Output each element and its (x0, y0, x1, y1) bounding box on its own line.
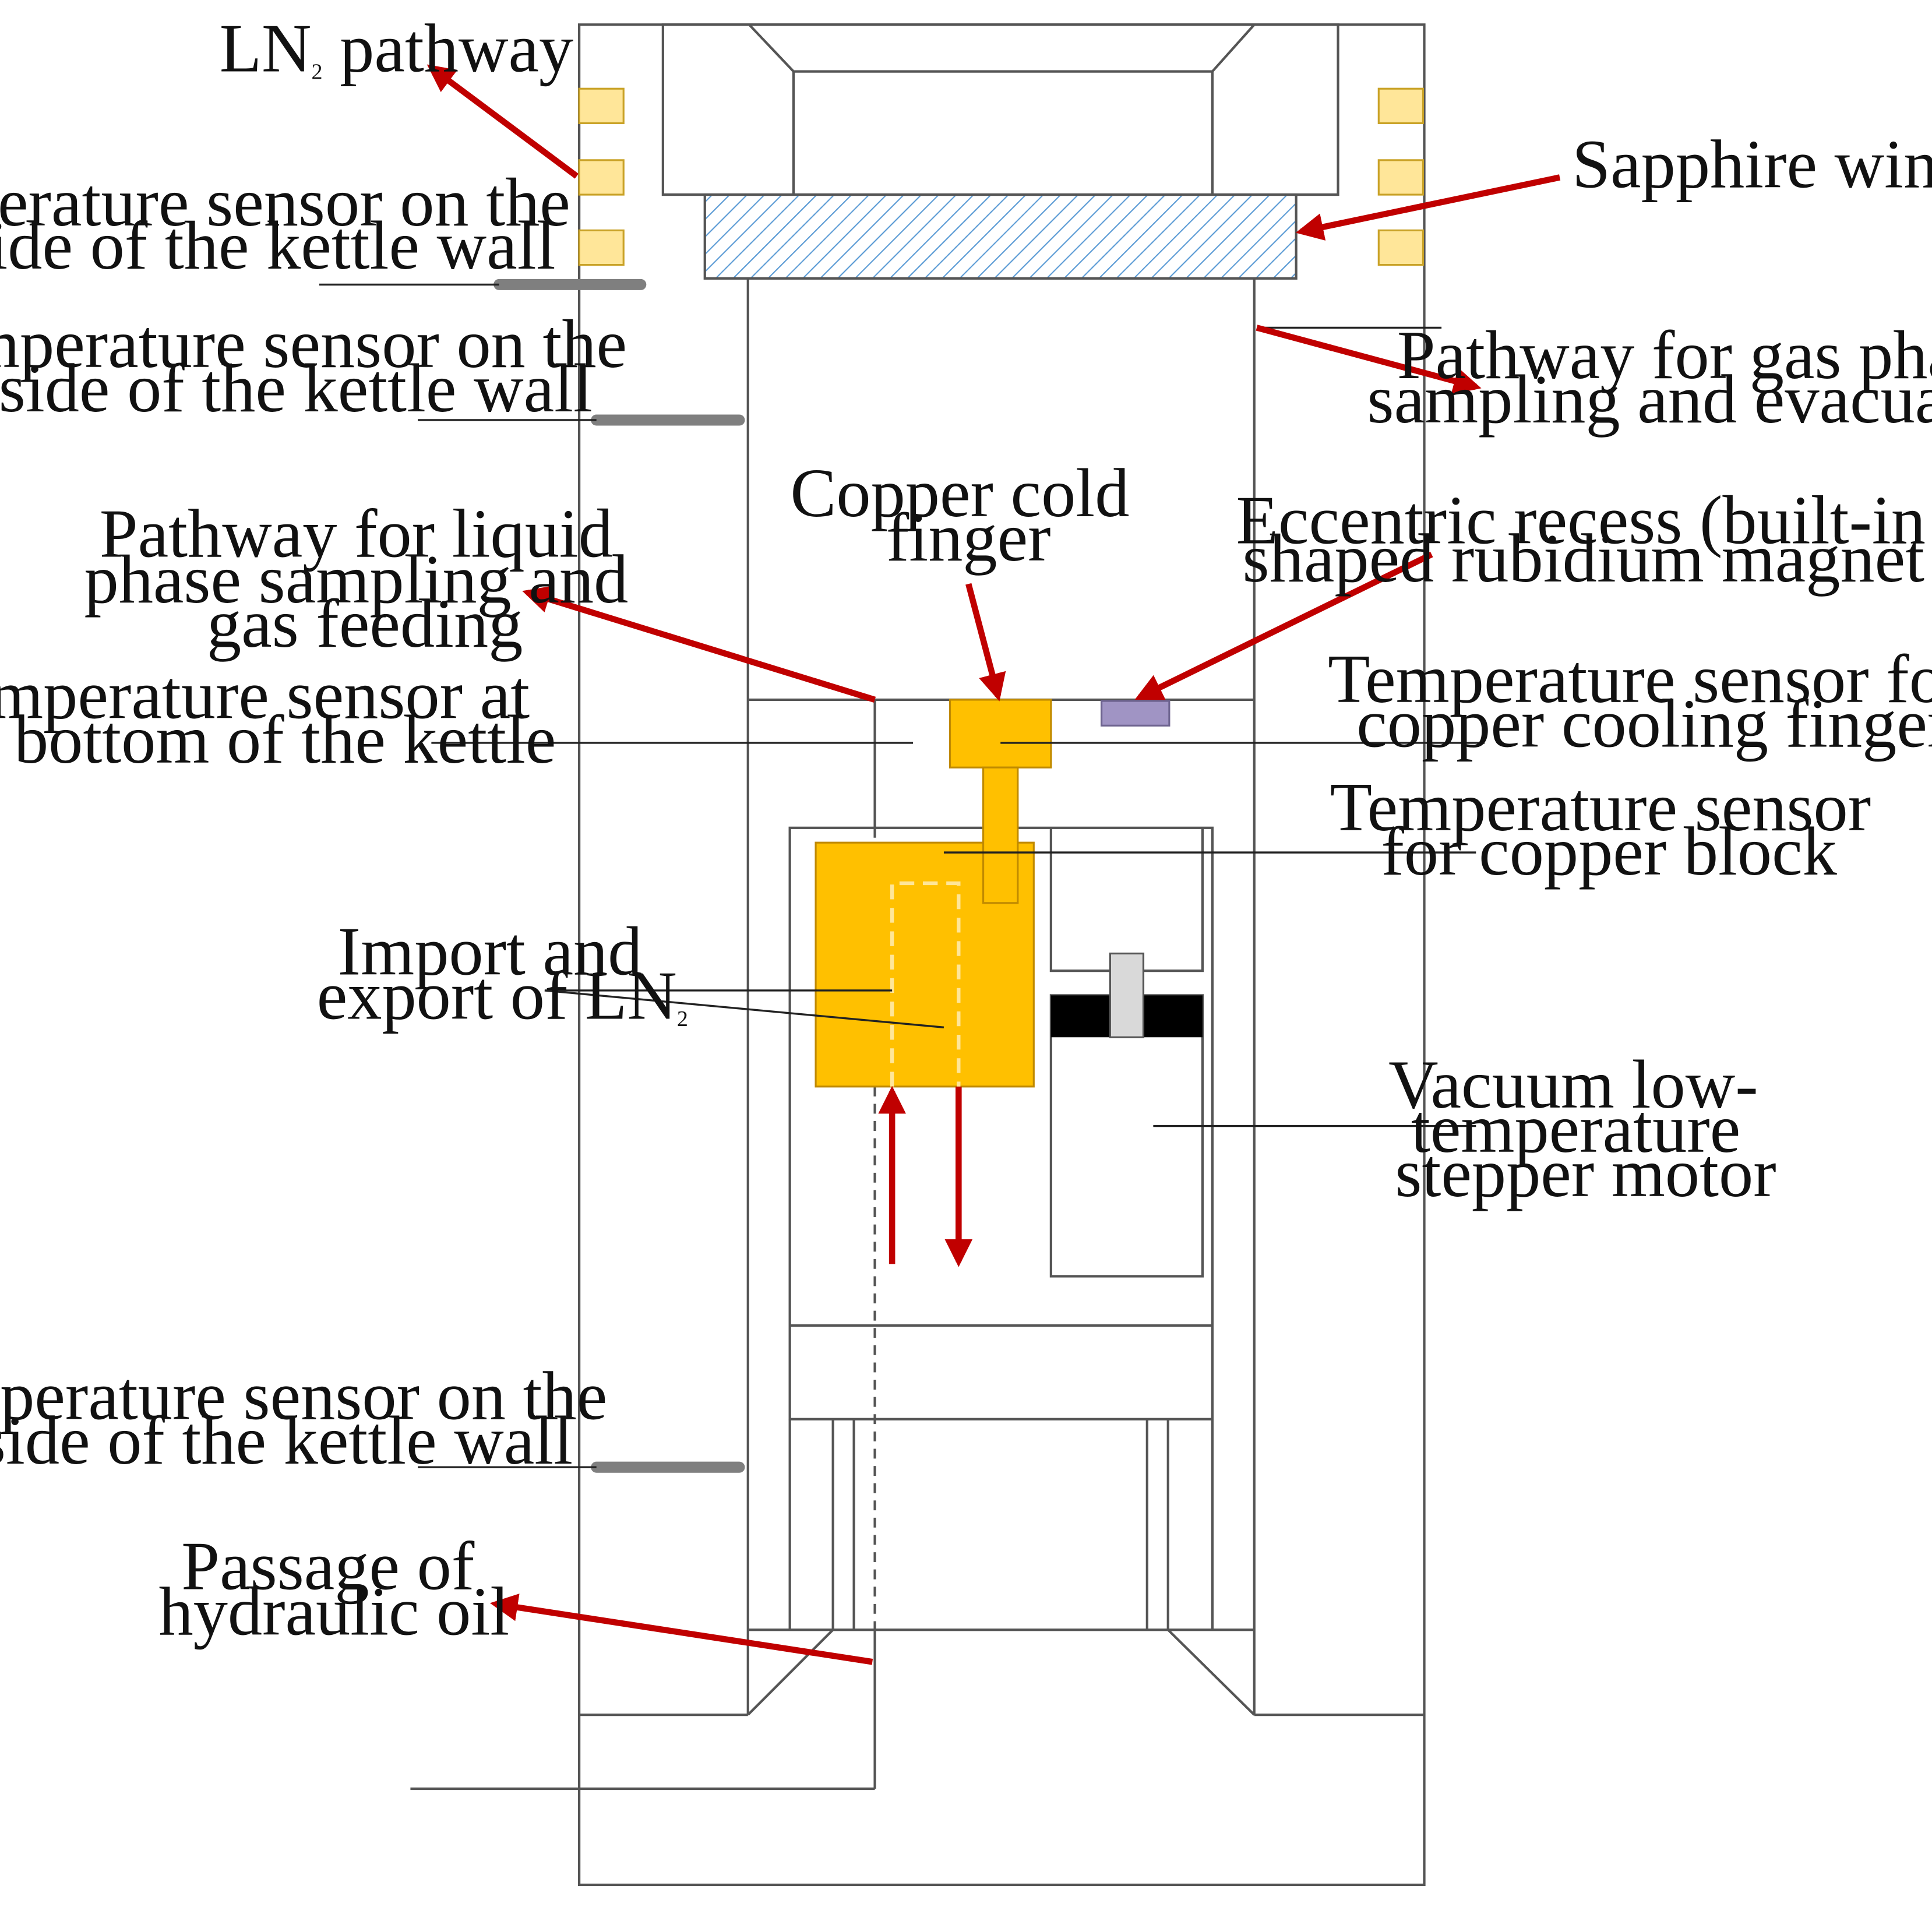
label-sapphire-window: Sapphire window (1572, 125, 1932, 202)
label-sensor-inside-wall-bottom: Temperature sensor on the inside of the … (0, 1358, 625, 1479)
label-liquid-phase-pathway: Pathway for liquid phase sampling and ga… (84, 495, 646, 662)
ln2-pad (1377, 87, 1425, 125)
ln2-pad (1377, 229, 1425, 266)
leader-lines (319, 283, 1485, 1468)
arrow-gas-phase (1256, 325, 1482, 394)
vessel-structure (410, 23, 1426, 1887)
arrow-ln2-pathway (426, 64, 579, 179)
leader-ln2-out (544, 989, 944, 1029)
label-hydraulic-oil: Passage of hydraulic oil (159, 1528, 510, 1650)
top-cap (661, 23, 1339, 196)
label-eccentric-recess: Eccentric recess (built-in cross- shaped… (1236, 481, 1932, 597)
ln2-pad (578, 87, 625, 125)
ln2-pads (578, 87, 1425, 266)
labels: LN2 pathway Temperature sensor on the ou… (0, 10, 1932, 1650)
arrow-eccentric-recess (1134, 551, 1433, 700)
red-arrows (426, 64, 1561, 1665)
motor-housing-top (1049, 827, 1204, 972)
ln2-pad (578, 159, 625, 196)
label-sensor-bottom: Temperature sensor at the bottom of the … (0, 657, 556, 778)
label-ln2-pathway: LN2 pathway (220, 10, 574, 87)
piston-bevel-right (1167, 1628, 1256, 1716)
ln2-pad (578, 229, 625, 266)
label-sensor-inside-wall-top: Temperature sensor on the inside of the … (0, 305, 644, 426)
ln2-inner-channel (890, 881, 961, 1087)
label-import-export-ln2: Import and export of LN2 (317, 912, 688, 1034)
arrow-liquid-phase (522, 586, 876, 703)
ln2-pad (1377, 159, 1425, 196)
sapphire-window (703, 193, 1298, 280)
copper-cold-finger-head (949, 699, 1052, 769)
eccentric-recess-magnet (1100, 700, 1171, 727)
label-sensor-outside-wall: Temperature sensor on the outside of the… (0, 164, 587, 284)
label-copper-cold-finger: Copper cold finger (790, 454, 1147, 576)
label-gas-phase-pathway: Pathway for gas phase sampling and evacu… (1367, 316, 1932, 438)
label-sensor-copper-block: Temperature sensor for copper block (1330, 769, 1888, 890)
piston-bevel-left (747, 1628, 834, 1716)
arrow-sapphire-window (1295, 174, 1561, 241)
arrow-cold-finger (965, 583, 1006, 702)
motor-shaft (1109, 952, 1145, 1038)
label-stepper-motor: Vacuum low- temperature stepper motor (1388, 1046, 1776, 1211)
arrow-hydraulic-oil (489, 1594, 873, 1665)
label-sensor-cooling-finger: Temperature sensor for copper cooling fi… (1328, 640, 1932, 762)
temperature-sensors (493, 279, 745, 1473)
top-cap-bevel-right (1211, 23, 1256, 195)
copper-cold-finger-stem (982, 766, 1019, 904)
top-cap-bevel (748, 23, 795, 195)
